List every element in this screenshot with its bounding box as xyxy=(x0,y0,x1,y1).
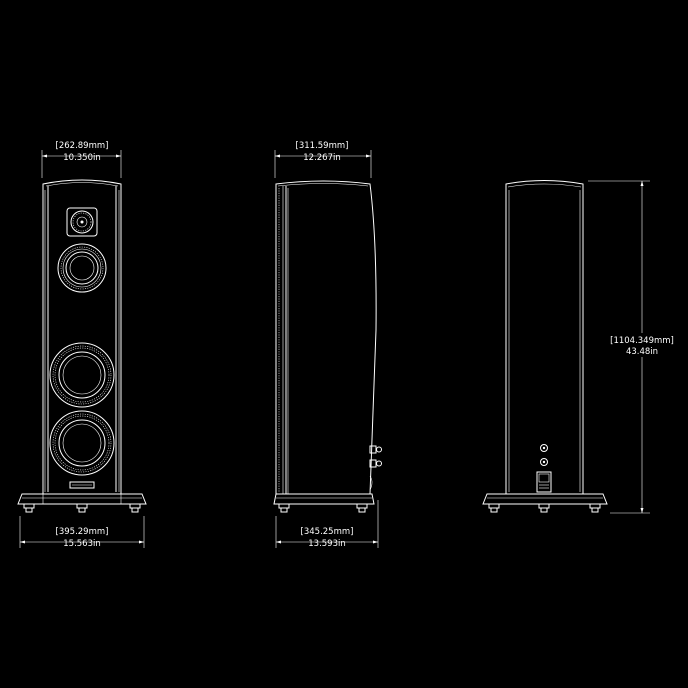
front-view: [262.89mm] 10.350in xyxy=(17,141,147,549)
front-midrange xyxy=(57,243,107,293)
side-base-depth-in: 13.593in xyxy=(308,539,346,549)
rear-height-in: 43.48in xyxy=(626,347,658,357)
front-base-width-mm: [395.29mm] xyxy=(56,527,109,537)
front-woofer-upper xyxy=(49,342,115,408)
side-cabinet xyxy=(275,180,377,495)
side-feet xyxy=(278,503,368,513)
rear-plinth xyxy=(482,493,608,505)
rear-cabinet xyxy=(505,180,584,495)
front-top-width-mm: [262.89mm] xyxy=(56,141,109,151)
front-logo-badge xyxy=(69,481,95,489)
side-view: [311.59mm] 12.267in xyxy=(273,141,382,549)
side-top-depth-in: 12.267in xyxy=(303,153,341,163)
side-base-dimension: [345.25mm] 13.593in xyxy=(275,500,379,549)
side-top-depth-mm: [311.59mm] xyxy=(296,141,349,151)
rear-height-mm: [1104.349mm] xyxy=(610,336,674,346)
rear-feet xyxy=(488,503,601,513)
front-top-width-in: 10.350in xyxy=(63,153,101,163)
rear-height-dimension: [1104.349mm] 43.48in xyxy=(588,180,674,514)
front-tweeter xyxy=(66,207,98,237)
side-binding-posts xyxy=(369,445,382,491)
front-top-dimension: [262.89mm] 10.350in xyxy=(41,141,122,178)
front-plinth xyxy=(17,493,147,505)
rear-terminal-panel xyxy=(536,444,552,493)
side-base-depth-mm: [345.25mm] xyxy=(301,527,354,537)
front-cabinet xyxy=(42,179,122,495)
rear-view: [1104.349mm] 43.48in xyxy=(482,180,674,514)
front-base-width-in: 15.563in xyxy=(63,539,101,549)
front-woofer-lower xyxy=(49,410,115,476)
front-feet xyxy=(23,503,141,513)
side-plinth xyxy=(273,493,375,505)
front-base-dimension: [395.29mm] 15.563in xyxy=(19,516,145,549)
side-top-dimension: [311.59mm] 12.267in xyxy=(274,141,372,178)
